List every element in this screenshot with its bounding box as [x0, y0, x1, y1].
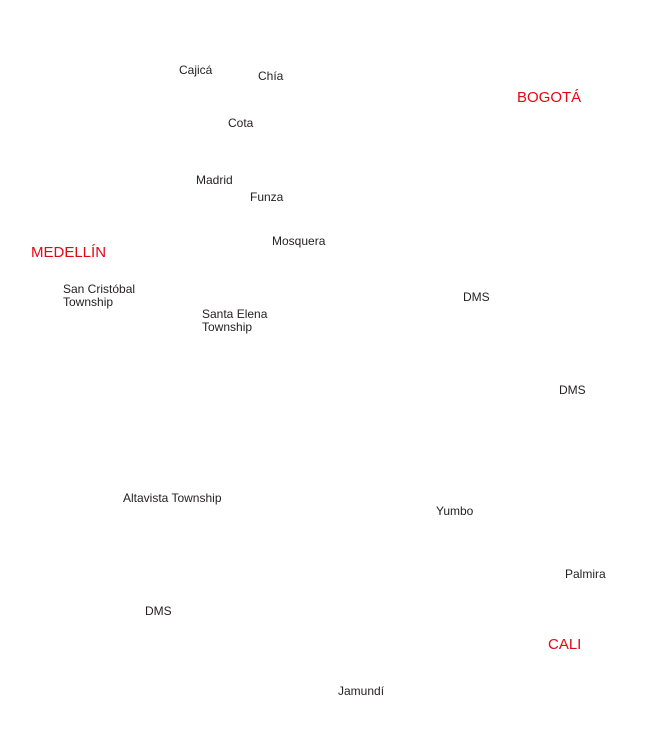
place-label-altavista: Altavista Township — [123, 491, 222, 505]
place-label-jamundi: Jamundí — [338, 684, 385, 698]
place-label-dms: DMS — [463, 290, 490, 304]
place-label-san-cristobal: San Cristóbal Township — [63, 282, 136, 309]
city-label-cali: CALI — [548, 636, 582, 653]
place-label-chia: Chía — [258, 69, 284, 83]
place-label-dms: DMS — [559, 383, 586, 397]
place-label-santa-elena: Santa Elena Township — [202, 307, 268, 334]
place-label-cajica: Cajicá — [179, 63, 213, 77]
place-label-yumbo: Yumbo — [436, 504, 474, 518]
city-label-bogota: BOGOTÁ — [517, 89, 582, 106]
place-label-mosquera: Mosquera — [272, 234, 326, 248]
place-label-palmira: Palmira — [565, 567, 606, 581]
place-label-cota: Cota — [228, 116, 254, 130]
place-label-funza: Funza — [250, 190, 284, 204]
city-label-medellin: MEDELLÍN — [31, 244, 107, 261]
place-label-dms: DMS — [145, 604, 172, 618]
place-label-madrid: Madrid — [196, 173, 233, 187]
